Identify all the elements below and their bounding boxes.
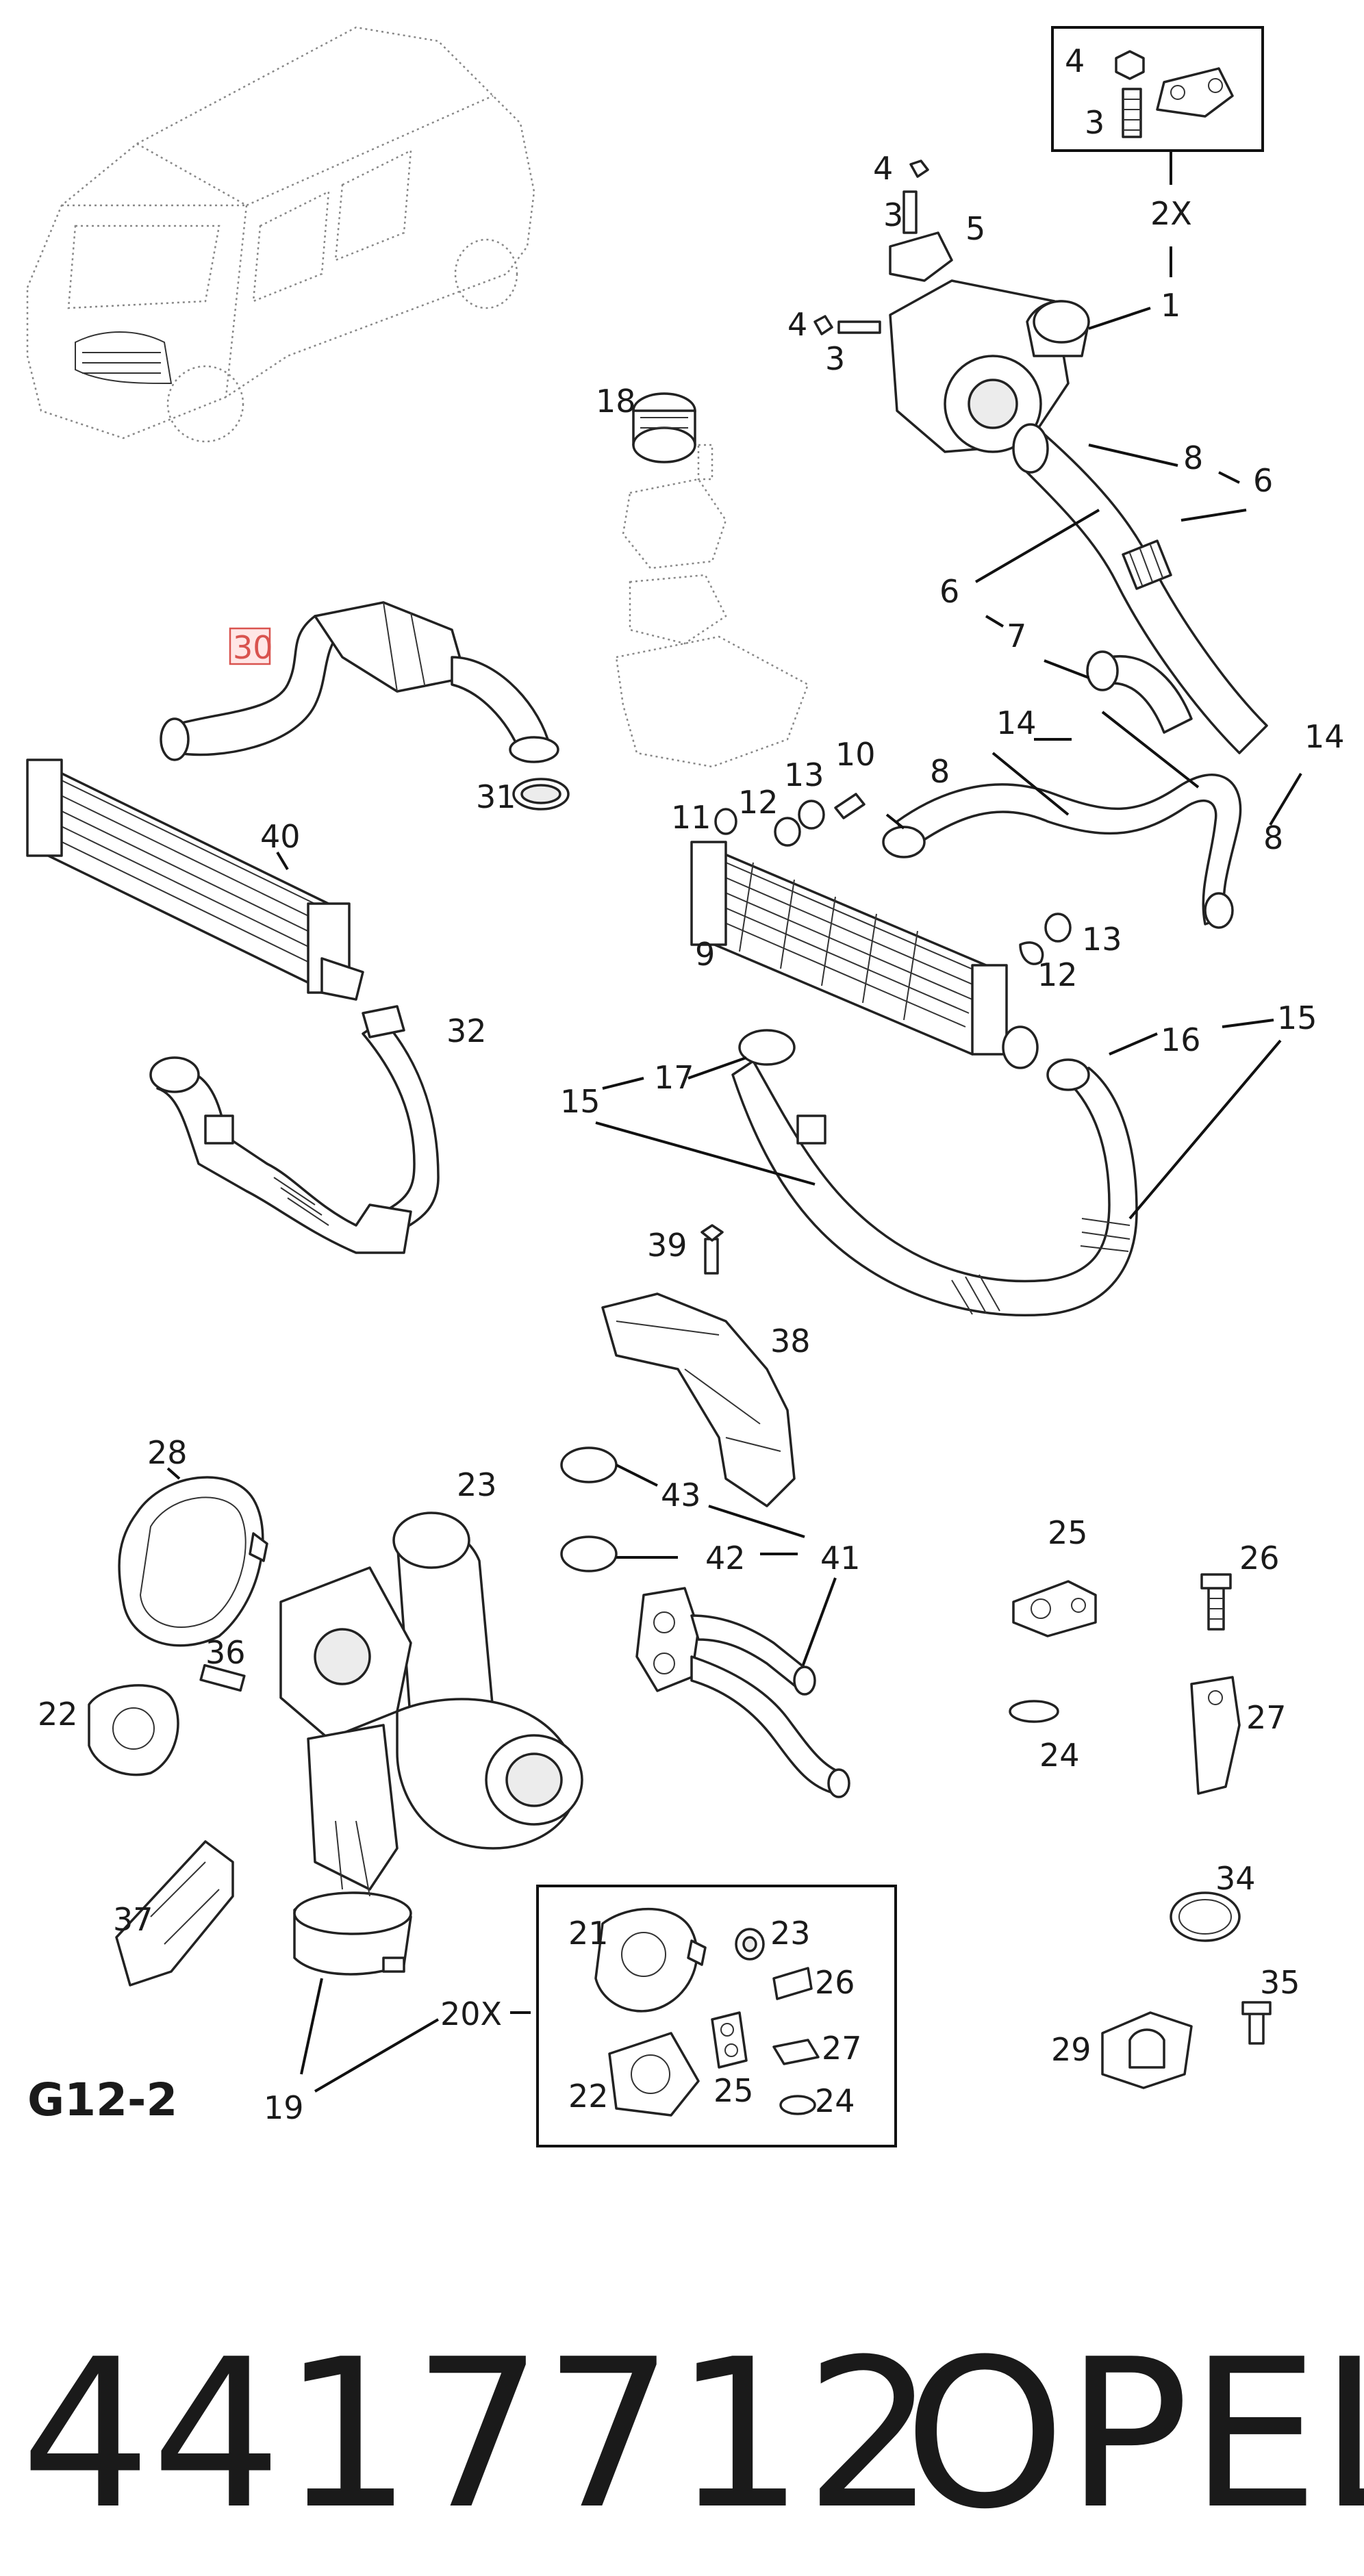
callout-label: 14 [1304,718,1345,755]
brand-name: OPEL [904,2315,1364,2554]
callout-label: 25 [1048,1514,1088,1551]
callout-label: 22 [38,1696,78,1733]
turbocharger-main [279,1512,583,2093]
hose-group-6 [974,423,1268,754]
callout-label: 24 [815,2082,855,2119]
callout-label: 1 [1161,287,1180,324]
callout-label: 19 [264,2089,304,2126]
callout-label: 35 [1260,1964,1300,2001]
callout-label: 4 [787,306,807,343]
callout-label: 12 [1037,956,1078,993]
callout-label: 13 [1082,921,1122,958]
highlight-box [229,627,271,665]
section-code: G12-2 [27,2074,177,2126]
callout-label: 4 [1065,42,1085,79]
fittings-right [1009,1573,1272,2089]
callout-label: 3 [825,340,845,377]
part-number: 4417712 [21,2315,935,2554]
callout-label: 5 [965,210,985,247]
callout-label: 14 [996,704,1037,741]
intercooler-9 [690,793,1072,1069]
callout-label: 23 [457,1466,497,1503]
callout-label: 27 [822,2030,862,2067]
callout-label: 20X [440,1995,502,2032]
callout-label: 38 [770,1323,811,1360]
callout-label: 15 [1277,999,1317,1036]
callout-label: 2X [1150,195,1192,232]
callout-label: 15 [560,1083,601,1120]
callout-label: 17 [654,1059,694,1096]
intercooler-40 [26,758,364,1001]
callout-label: 13 [784,756,824,793]
callout-label: 4 [873,150,893,187]
callout-label: 3 [883,196,903,233]
callout-label: 18 [596,383,636,420]
callout-label: 36 [205,1634,246,1671]
callout-label: 32 [446,1012,487,1049]
callout-label: 21 [568,1915,609,1952]
callout-label: 34 [1215,1860,1256,1897]
callout-label: 24 [1039,1737,1080,1774]
highlighted-callout-label[interactable]: 30 [233,629,273,666]
callout-label: 25 [713,2072,754,2109]
callout-label: 26 [1239,1540,1280,1577]
pipe-41-assembly [560,1446,850,1798]
callout-label: 8 [1183,439,1203,476]
callout-label: 42 [705,1540,746,1577]
callout-label: 6 [1253,462,1273,499]
hose-32 [149,1005,440,1254]
callout-label: 7 [1007,617,1026,654]
callout-label: 31 [476,778,516,815]
callout-label: 8 [930,753,950,790]
callout-label: 27 [1246,1699,1287,1736]
pipe-30-assembly [160,601,570,811]
heat-shield-38 [601,1224,796,1507]
callout-label: 3 [1085,104,1104,141]
callout-label: 37 [113,1901,153,1938]
hose-14 [882,711,1302,929]
callout-label: 29 [1051,2031,1091,2068]
callout-label: 40 [260,818,301,855]
callout-label: 26 [815,1964,855,2001]
callout-labels: 1 2X 3 4 4 3 5 4 3 8 6 6 7 18 30 31 40 1… [38,42,1345,2126]
callout-label: 11 [671,799,711,836]
hose-15 [595,1019,1282,1316]
callout-label: 43 [661,1477,701,1514]
callout-label: 8 [1263,819,1283,856]
callout-label: 6 [939,573,959,610]
callout-label: 10 [835,736,876,773]
callout-label: 41 [820,1540,861,1577]
gaskets-left [88,1467,268,1987]
callout-label: 12 [738,784,779,821]
turbocharger-top [813,26,1264,453]
callout-label: 23 [770,1915,811,1952]
callout-label: 16 [1161,1021,1201,1058]
callout-label: 9 [695,936,715,973]
callout-label: 22 [568,2078,609,2115]
callout-label: 28 [147,1434,188,1471]
kit-box-20x [536,1885,897,2147]
vehicle-outline [26,26,535,443]
callout-label: 39 [647,1227,687,1264]
flange-group-18 [615,392,809,768]
callout-box-2x [1051,26,1264,152]
